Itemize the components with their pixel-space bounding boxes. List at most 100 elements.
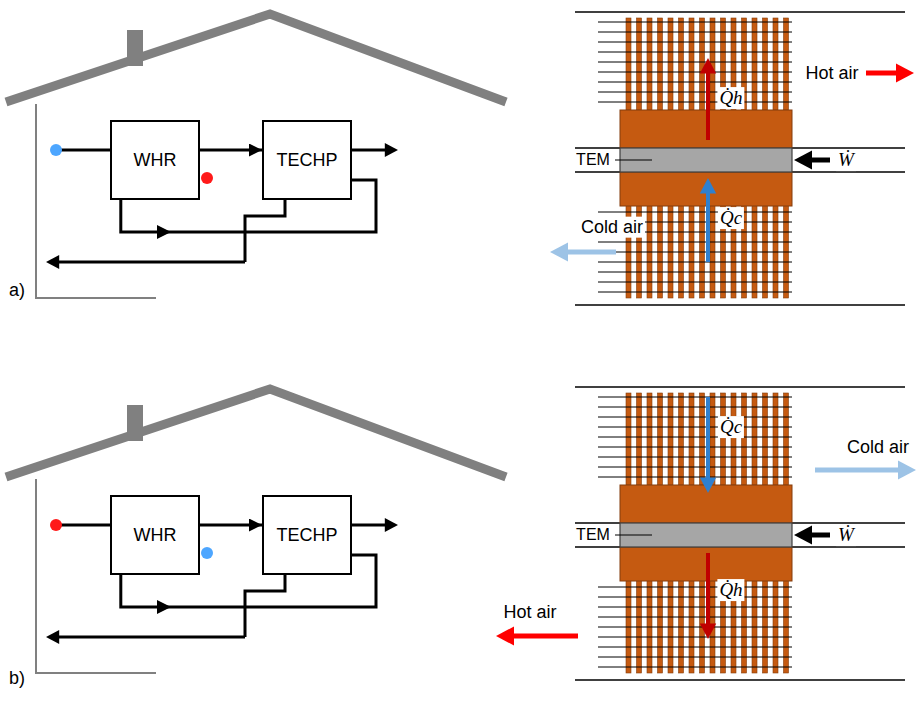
inlet-duct	[56, 149, 110, 152]
air-duct	[200, 524, 262, 527]
part-name: TEM	[574, 526, 612, 544]
panel	[6, 387, 916, 680]
panel-letter: a)	[7, 280, 27, 301]
fin-line	[598, 22, 792, 23]
panel-letter: b)	[7, 668, 27, 689]
fin-line	[598, 417, 792, 418]
air-label: Cold air	[845, 437, 911, 458]
supply-duct	[352, 149, 386, 152]
air-arrow	[866, 71, 897, 76]
air-arrow	[815, 468, 899, 473]
power-arrow-head	[794, 526, 812, 545]
fin-line	[598, 607, 792, 608]
fin-line	[598, 447, 792, 448]
power-symbol: Ẇ	[836, 524, 856, 546]
fin-line	[598, 637, 792, 638]
process-box: WHR	[110, 120, 200, 200]
air-arrow-head	[496, 627, 514, 646]
exhaust-duct	[58, 261, 245, 264]
copper-block	[620, 485, 792, 523]
air-label: Hot air	[803, 63, 860, 84]
fin-line	[598, 657, 792, 658]
box-label: WHR	[134, 150, 177, 171]
fin-line	[598, 617, 792, 618]
part-name: TEM	[574, 151, 612, 169]
air-duct	[200, 149, 262, 152]
air-dot	[201, 172, 213, 184]
fin-line	[598, 467, 792, 468]
duct-wall	[575, 304, 905, 306]
fin-line	[598, 92, 792, 93]
fin-line	[598, 282, 792, 283]
power-arrow-head	[794, 151, 812, 170]
panel	[6, 12, 914, 305]
heat-arrow	[706, 397, 710, 478]
heat-arrow	[706, 193, 710, 262]
fin-line	[598, 102, 792, 103]
fin-line	[598, 587, 792, 588]
fin-line	[598, 272, 792, 273]
air-label: Hot air	[501, 602, 558, 623]
supply-duct-head	[385, 518, 398, 532]
chimney	[127, 405, 143, 441]
heat-arrow-head	[700, 477, 716, 493]
fin-line	[598, 82, 792, 83]
duct-wall	[575, 386, 905, 388]
fin-line	[598, 667, 792, 668]
heat-arrow-head	[700, 623, 716, 639]
box-label: TECHP	[276, 150, 337, 171]
exhaust-duct-head	[46, 630, 59, 644]
box-label: WHR	[134, 525, 177, 546]
fin-line	[598, 262, 792, 263]
process-box: WHR	[110, 495, 200, 575]
fin-line	[598, 252, 792, 253]
leader-line	[615, 160, 652, 161]
fin-line	[598, 597, 792, 598]
box-label: TECHP	[276, 525, 337, 546]
air-dot	[50, 519, 62, 531]
fin-line	[598, 292, 792, 293]
roof	[6, 389, 506, 477]
fin-line	[598, 397, 792, 398]
leader-line	[615, 535, 652, 536]
air-arrow-head	[896, 64, 914, 83]
fin-line	[598, 52, 792, 53]
heat-arrow	[706, 553, 710, 624]
process-box: TECHP	[262, 495, 352, 575]
power-symbol: Ẇ	[836, 149, 856, 171]
fin-line	[598, 437, 792, 438]
heat-symbol: Q̇h	[717, 579, 744, 601]
heat-symbol: Q̇c	[718, 207, 744, 229]
duct-wall	[575, 679, 905, 681]
fin-line	[598, 457, 792, 458]
air-arrow-head	[898, 461, 916, 480]
fin-line	[598, 242, 792, 243]
air-arrow	[567, 250, 616, 255]
fin-line	[598, 427, 792, 428]
air-arrow-head	[550, 243, 568, 262]
power-arrow	[811, 158, 830, 163]
roof	[6, 14, 506, 102]
heat-arrow-head	[700, 178, 716, 194]
air-label: Cold air	[579, 217, 645, 238]
fin-line	[598, 627, 792, 628]
heat-arrow	[706, 73, 710, 140]
fin-line	[598, 72, 792, 73]
fin-line	[598, 42, 792, 43]
air-arrow	[513, 634, 578, 639]
fin-line	[598, 477, 792, 478]
exhaust-duct	[58, 636, 245, 639]
fin-line	[598, 212, 792, 213]
fin-line	[598, 407, 792, 408]
heat-symbol: Q̇h	[717, 87, 744, 109]
supply-duct-head	[385, 143, 398, 157]
supply-duct	[352, 524, 386, 527]
duct-wall	[575, 11, 905, 13]
air-dot	[201, 547, 213, 559]
air-dot	[50, 144, 62, 156]
heat-arrow-head	[700, 58, 716, 74]
fin-line	[598, 647, 792, 648]
